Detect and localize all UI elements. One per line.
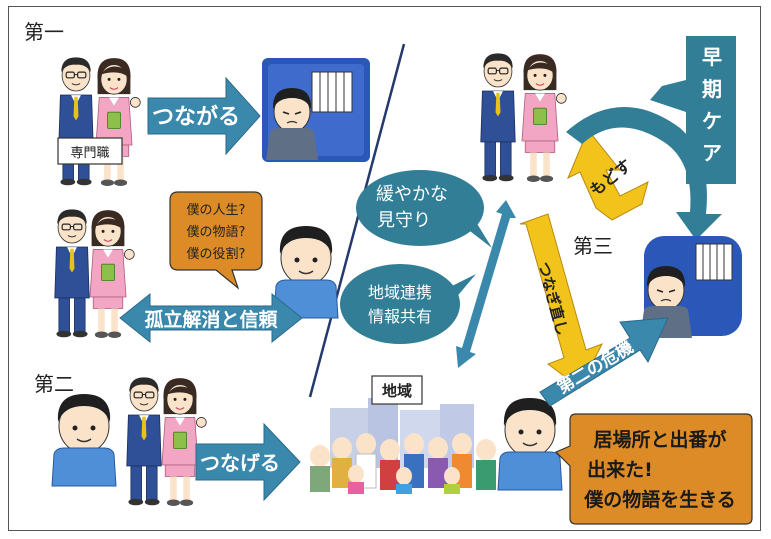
arrow-vertical-link [456, 200, 516, 368]
result-line-2: 出来た! [587, 458, 653, 481]
community-crowd [310, 398, 496, 494]
arrow-tsunageru-label: つなげる [200, 451, 280, 475]
early-care-char-3: ケ [702, 109, 722, 133]
early-care-panel [650, 36, 736, 184]
early-care-char-2: 期 [702, 77, 722, 101]
early-care-char-1: 早 [702, 45, 722, 69]
isolated-room-top [262, 58, 370, 162]
bubble-mimamori: 緩やかな 見守り [356, 170, 492, 248]
arrow-tsunaginaoshi [519, 213, 604, 389]
boy-bottom-right [497, 397, 563, 491]
renkei-line-2: 情報共有 [368, 307, 432, 326]
professional-pair-bottom [126, 376, 207, 507]
expert-label-box [57, 137, 123, 165]
result-box: 居場所と出番が 出来た! 僕の物語を生きる [554, 413, 753, 525]
arrow-tsunagaru [147, 76, 261, 156]
professional-pair-top [58, 56, 141, 187]
divider-line [308, 43, 406, 398]
bubble-renkei: 地域連携 情報共有 [340, 264, 476, 344]
professional-pair-right [480, 52, 567, 183]
result-line-1: 居場所と出番が [593, 428, 726, 451]
community-label-box [371, 375, 423, 405]
arrow-tsunageru [195, 422, 301, 502]
question-2: 僕の物語? [187, 224, 246, 240]
stage-label-first: 第一 [24, 20, 64, 44]
renkei-line-1: 地域連携 [368, 283, 432, 302]
arrow-tsunagaru-label: つながる [152, 104, 240, 130]
mimamori-line-1: 緩やかな [376, 184, 448, 205]
arrow-crisis [539, 317, 669, 407]
isolated-room-right [639, 236, 742, 339]
arrow-curve-early-care [566, 106, 722, 241]
diagram-frame [8, 6, 761, 531]
mimamori-line-2: 見守り [377, 210, 431, 231]
arrow-isolation [119, 292, 303, 344]
stage-label-third: 第三 [573, 234, 613, 258]
question-1: 僕の人生? [187, 203, 246, 218]
arrow-isolation-label: 孤立解消と信頼 [144, 308, 278, 331]
result-line-3: 僕の物語を生きる [583, 488, 736, 511]
community-label: 地域 [382, 382, 412, 400]
expert-label: 専門職 [70, 146, 109, 161]
question-bubble: 僕の人生? 僕の物語? 僕の役割? [169, 191, 263, 290]
boy-second [51, 393, 117, 487]
question-3: 僕の役割? [187, 246, 246, 262]
stage-label-second: 第二 [34, 372, 74, 396]
early-care-char-4: ア [702, 141, 722, 165]
